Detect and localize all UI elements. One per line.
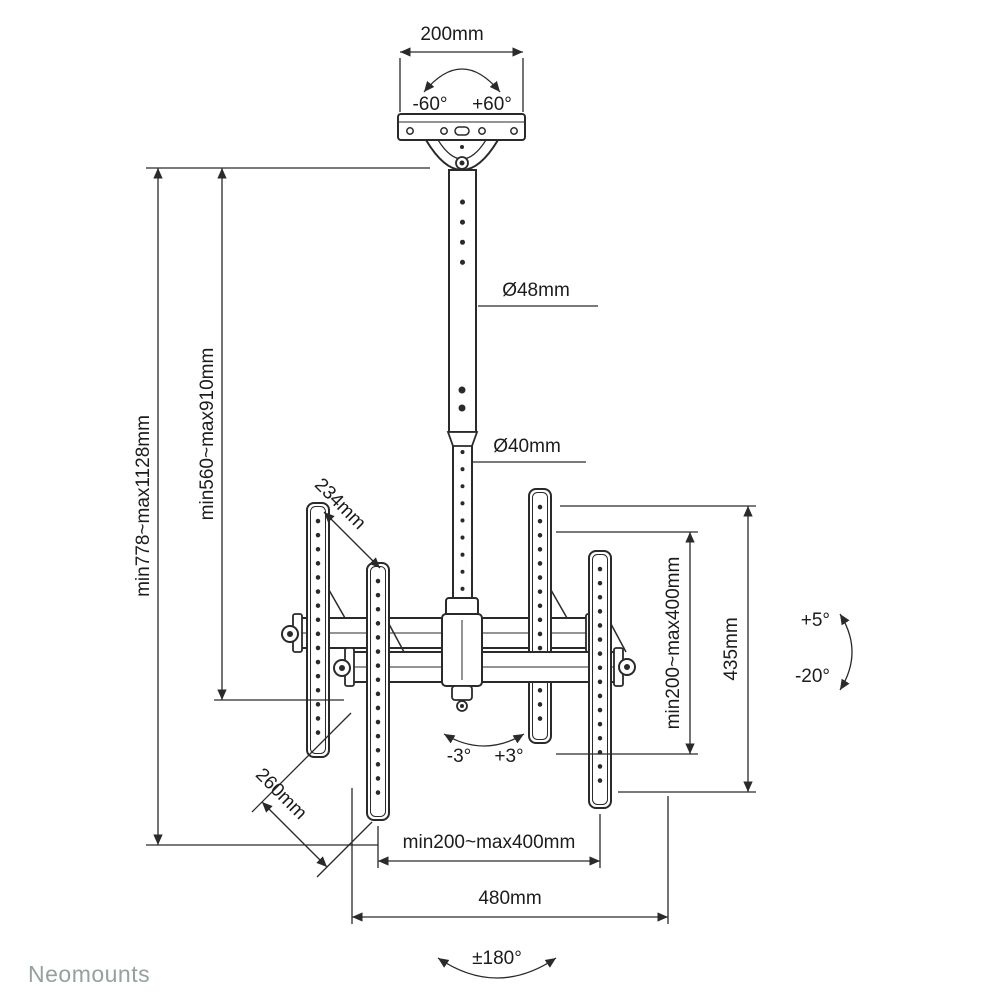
dim-label-swivel-plus: +60° bbox=[472, 94, 512, 115]
brand-logo: Neomounts bbox=[28, 961, 150, 987]
dim-label-vesa-width: min200~max400mm bbox=[403, 832, 576, 853]
vesa-rail-back-right bbox=[528, 488, 552, 744]
locking-knob bbox=[281, 625, 299, 643]
dim-label-swivel-minus: -60° bbox=[412, 94, 447, 115]
center-tilt-clamp bbox=[441, 613, 483, 712]
crossbar-front bbox=[344, 647, 624, 687]
pole-clamp-screw bbox=[458, 404, 466, 412]
dim-label-lower-pole-diameter: Ø40mm bbox=[493, 436, 561, 457]
dim-label-bottom-depth: 260mm bbox=[251, 764, 311, 824]
level-arc-arrow bbox=[443, 733, 525, 747]
pole-clamp-screw bbox=[458, 386, 466, 394]
dim-label-level-minus: -3° bbox=[447, 746, 472, 767]
dim-label-rotation-range: ±180° bbox=[472, 948, 522, 969]
dim-label-tilt-up: +5° bbox=[801, 610, 830, 631]
dim-line-top-depth bbox=[323, 511, 381, 569]
swivel-joint bbox=[424, 139, 500, 171]
rotation-arc-arrow bbox=[437, 957, 557, 979]
locking-knob bbox=[618, 658, 636, 676]
vesa-rail-front-right bbox=[588, 550, 612, 809]
dim-line-bottom-depth bbox=[261, 801, 328, 868]
ceiling-plate bbox=[397, 113, 526, 141]
dim-label-top-width: 200mm bbox=[420, 24, 483, 45]
dim-label-level-plus: +3° bbox=[494, 746, 523, 767]
dim-label-upper-pole-diameter: Ø48mm bbox=[502, 280, 570, 301]
dim-label-bracket-height: 435mm bbox=[721, 617, 742, 680]
tilt-arc-arrow bbox=[839, 613, 853, 691]
vesa-rail-back-left bbox=[306, 502, 330, 758]
dim-label-pole-height: min560~max910mm bbox=[197, 348, 218, 521]
swivel-arc-arrow bbox=[423, 68, 501, 93]
rail-hook bbox=[328, 589, 346, 619]
locking-knob bbox=[333, 659, 351, 677]
vesa-rail-front-left bbox=[366, 562, 390, 821]
dimension-annotations: 200mm -60° +60° Ø48mm Ø40mm min778~max11… bbox=[133, 24, 853, 979]
rail-hook bbox=[550, 589, 568, 619]
mount-structure bbox=[281, 113, 636, 821]
dim-label-overall-height: min778~max1128mm bbox=[133, 415, 154, 597]
dim-label-vesa-height: min200~max400mm bbox=[663, 557, 684, 730]
dim-label-tilt-down: -20° bbox=[795, 666, 830, 687]
ceiling-plate-bolt-holes bbox=[406, 126, 518, 136]
rail-hook bbox=[610, 623, 627, 653]
rail-hook bbox=[388, 623, 405, 653]
telescopic-pole-upper bbox=[446, 169, 479, 447]
dim-label-total-width: 480mm bbox=[478, 888, 541, 909]
pole-transition-collar bbox=[446, 431, 479, 447]
